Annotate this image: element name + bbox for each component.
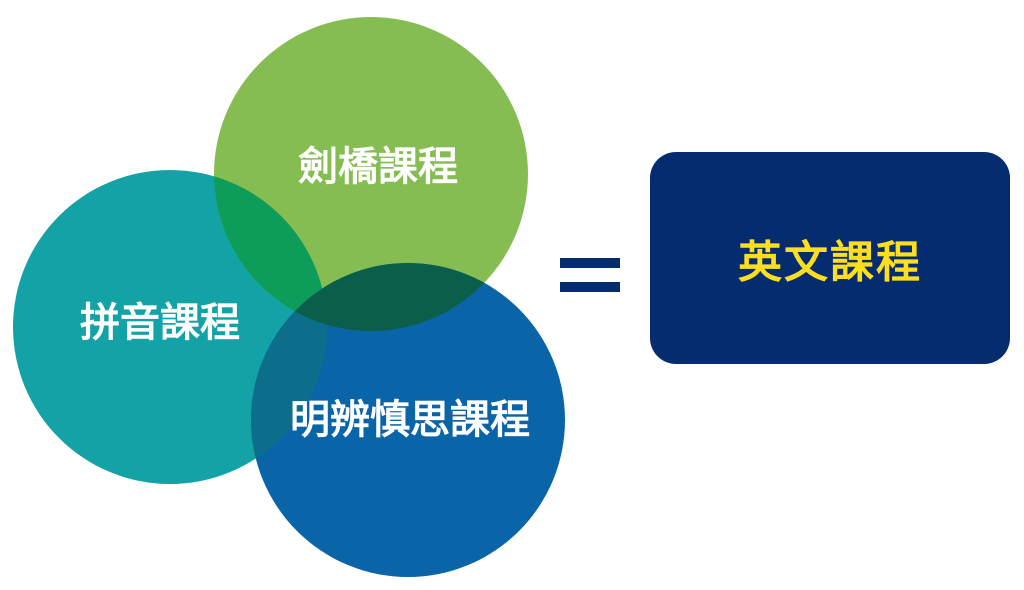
overlap-phonics-cambridge [214,170,327,331]
result-box: 英文課程 [650,152,1010,364]
critical-thinking-circle [251,263,565,577]
phonics-label: 拼音課程 [80,300,240,346]
venn-diagram: 拼音課程 劍橋課程 明辨慎思課程 [13,17,565,577]
result-label: 英文課程 [738,237,922,288]
critical-thinking-label: 明辨慎思課程 [290,397,530,443]
cambridge-label: 劍橋課程 [298,144,458,190]
equals-sign [560,256,620,296]
